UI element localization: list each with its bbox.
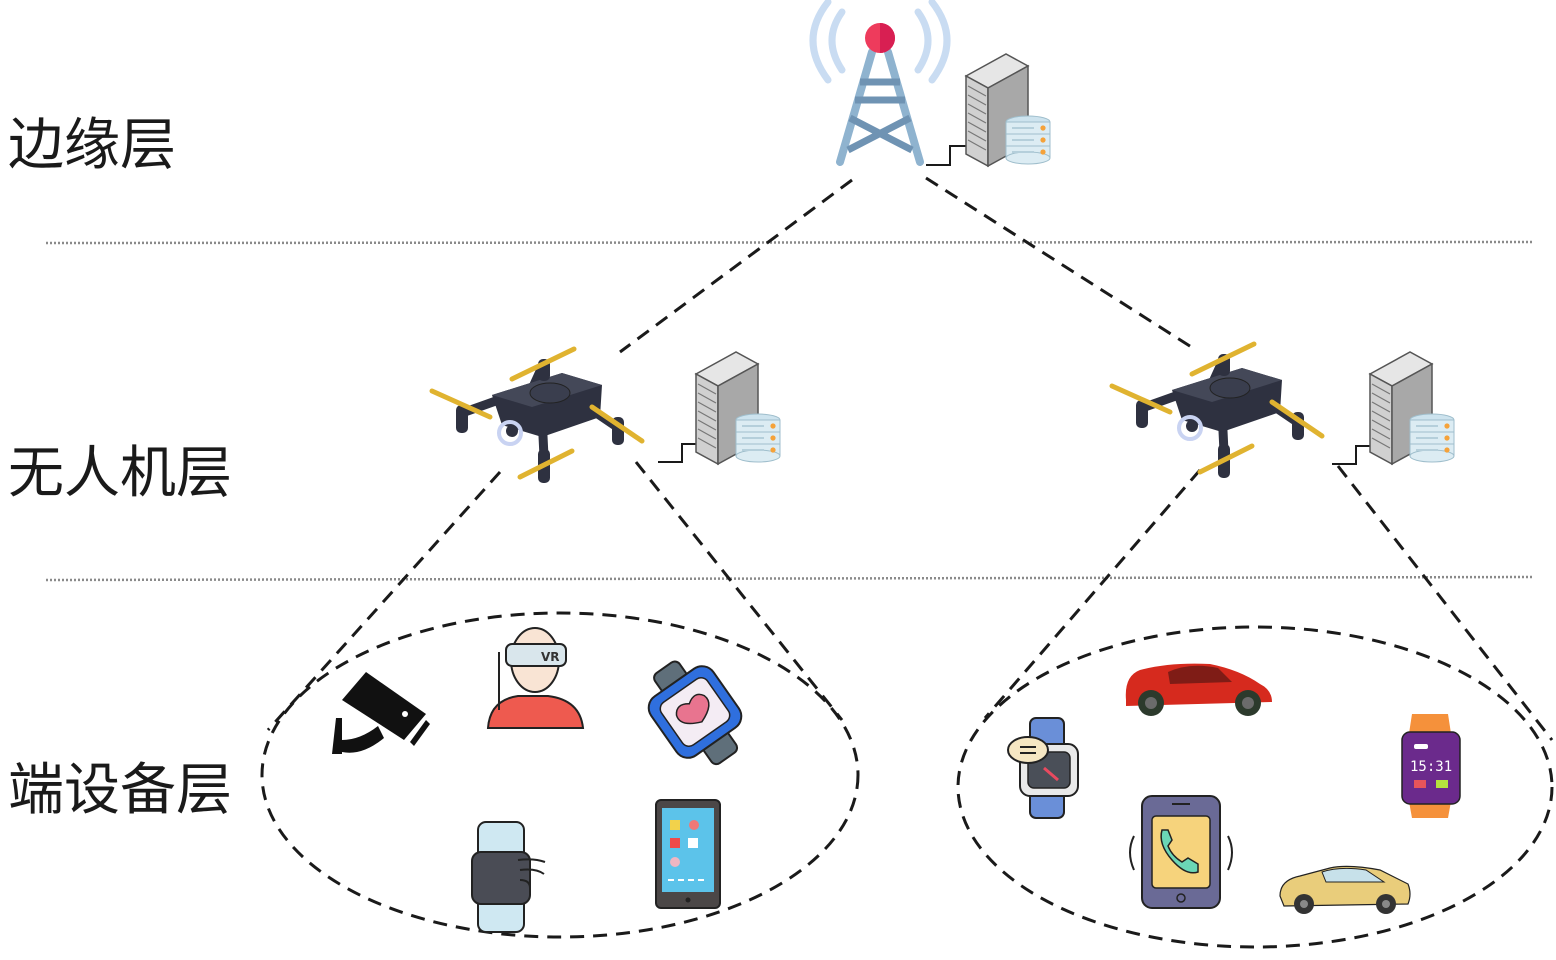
link-uav-left-cluster-left-b xyxy=(634,461,844,721)
link-uav-right-cluster-right-a xyxy=(983,469,1202,719)
watch-clock-text: 15:31 xyxy=(1410,759,1452,775)
yellow-sedan-icon xyxy=(1279,865,1411,914)
uav-left-server-cable xyxy=(658,443,702,463)
phone-call-icon xyxy=(1129,795,1233,909)
uav-left-server-icon xyxy=(695,351,781,465)
smartwatch-hand-icon xyxy=(471,821,546,933)
layer-label-uav: 无人机层 xyxy=(8,441,232,506)
cluster-left-boundary xyxy=(260,611,860,939)
edge-server-icon xyxy=(965,53,1051,167)
uav-right-server-cable xyxy=(1332,445,1376,465)
divider-uav-device xyxy=(45,575,1535,582)
smartwatch-message-icon xyxy=(1007,717,1079,819)
link-uav-right-cluster-right-b xyxy=(1336,465,1554,741)
cluster-right-boundary xyxy=(956,625,1554,949)
link-tower-uav-right xyxy=(925,176,1197,352)
tablet-icon xyxy=(655,799,721,909)
uav-right-drone-icon xyxy=(1112,344,1322,478)
smartwatch-clock-icon: 15:31 xyxy=(1401,714,1461,818)
smartwatch-heart-icon xyxy=(647,660,743,766)
red-sports-car-icon xyxy=(1125,663,1272,716)
surveillance-camera-icon xyxy=(332,672,430,754)
base-station-tower-icon xyxy=(809,0,951,166)
tower-server-cable xyxy=(926,145,972,166)
link-tower-uav-left xyxy=(619,178,853,354)
uav-right-server-icon xyxy=(1369,351,1455,465)
vr-label: VR xyxy=(541,650,560,664)
layer-label-device: 端设备层 xyxy=(8,758,232,823)
vr-headset-user-icon: VR xyxy=(486,627,585,729)
divider-edge-uav xyxy=(45,240,1535,245)
link-uav-left-cluster-left-a xyxy=(266,470,502,732)
uav-left-drone-icon xyxy=(432,349,642,483)
layer-label-edge: 边缘层 xyxy=(8,113,176,178)
